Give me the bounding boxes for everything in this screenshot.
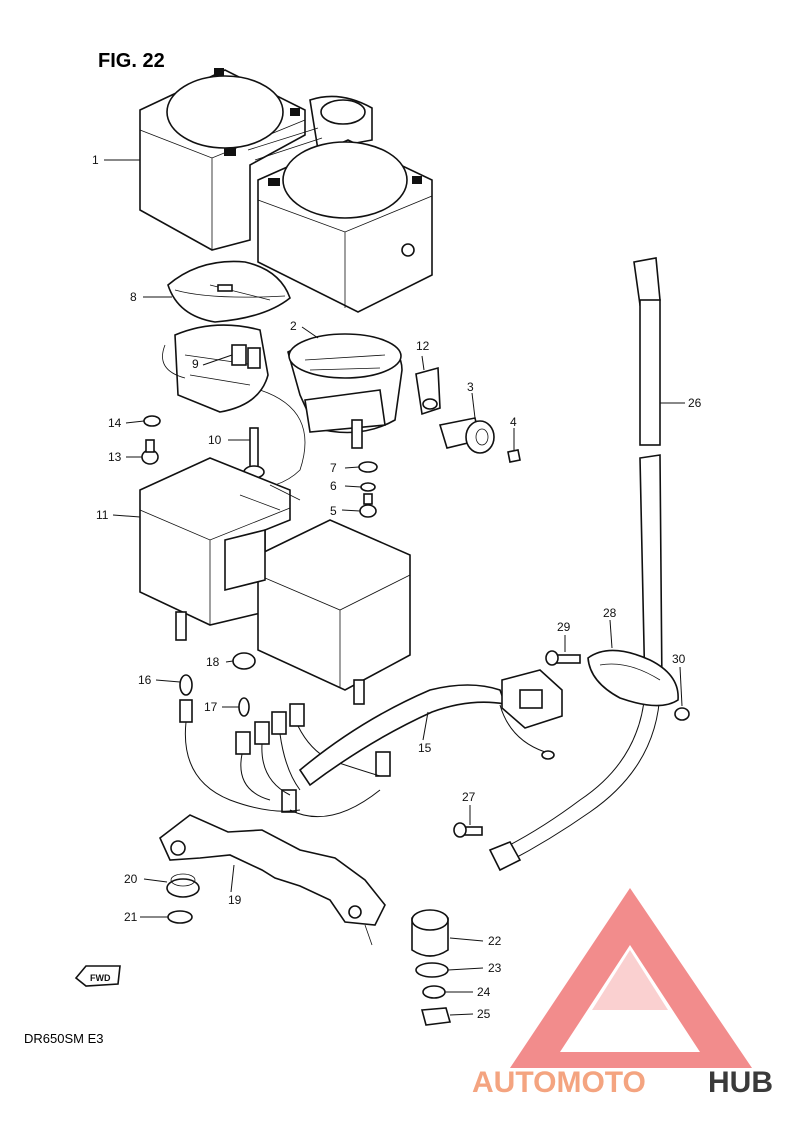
callout-9: 9 [192, 357, 199, 371]
washer-7 [358, 461, 378, 473]
speedometer-gear [438, 417, 495, 454]
callout-21: 21 [124, 910, 138, 924]
callout-4: 4 [510, 415, 517, 429]
callout-23: 23 [488, 961, 502, 975]
fwd-label: FWD [90, 973, 111, 983]
callout-16: 16 [138, 673, 152, 687]
callout-29: 29 [557, 620, 571, 634]
callout-27: 27 [462, 790, 476, 804]
bolt-29 [545, 650, 581, 666]
callout-2: 2 [290, 319, 297, 333]
stud-10 [243, 427, 265, 479]
callout-15: 15 [418, 741, 432, 755]
nut-25 [420, 1007, 452, 1026]
watermark-text-dark: HUB [708, 1066, 773, 1099]
callout-7: 7 [330, 461, 337, 475]
callout-20: 20 [124, 872, 138, 886]
cushion-22 [411, 909, 449, 957]
callout-26: 26 [688, 396, 702, 410]
washer-6 [360, 482, 376, 492]
leader-lines [104, 159, 685, 1016]
callout-18: 18 [206, 655, 220, 669]
callout-1: 1 [92, 153, 99, 167]
callout-19: 19 [228, 893, 242, 907]
callout-30: 30 [672, 652, 686, 666]
washer-24 [422, 985, 446, 999]
screw-5 [359, 493, 377, 518]
clamp-28 [587, 649, 679, 707]
callout-8: 8 [130, 290, 137, 304]
callout-13: 13 [108, 450, 122, 464]
grommet-18 [232, 652, 256, 670]
callout-6: 6 [330, 479, 337, 493]
speedometer-dial [167, 260, 291, 323]
screw-13 [141, 439, 159, 465]
socket-cap [415, 366, 441, 416]
speedometer-body [162, 324, 306, 486]
callout-24: 24 [477, 985, 491, 999]
bulb-17 [238, 697, 250, 717]
meter-case [139, 68, 433, 313]
tachometer [287, 333, 403, 449]
callout-28: 28 [603, 606, 617, 620]
callout-5: 5 [330, 504, 337, 518]
washer-23 [415, 962, 449, 978]
callout-22: 22 [488, 934, 502, 948]
speedometer-cable [488, 257, 663, 872]
meter-bracket [159, 814, 386, 946]
collar-21 [167, 910, 193, 924]
bulb-16 [179, 674, 193, 723]
nut-30 [674, 707, 690, 721]
cushion-20 [166, 873, 200, 898]
watermark-text-colored: AUTOMOTO [472, 1066, 646, 1099]
wiring-harness [184, 669, 563, 818]
meter-housing-lower [139, 457, 411, 705]
callout-25: 25 [477, 1007, 491, 1021]
washer-14 [143, 415, 161, 427]
callout-10: 10 [208, 433, 222, 447]
callout-labels: 1 2 3 4 5 6 7 8 9 10 11 12 13 14 15 16 1… [92, 153, 702, 1021]
screw-4 [507, 449, 521, 463]
callout-14: 14 [108, 416, 122, 430]
callout-12: 12 [416, 339, 430, 353]
figure-title: FIG. 22 [98, 50, 165, 72]
callout-17: 17 [204, 700, 218, 714]
model-code: DR650SM E3 [24, 1031, 103, 1046]
bolt-27 [453, 822, 483, 838]
forward-arrow-icon: FWD [74, 965, 121, 987]
watermark-logo: AUTOMOTO HUB [472, 888, 773, 1099]
callout-11: 11 [96, 508, 109, 522]
callout-3: 3 [467, 380, 474, 394]
